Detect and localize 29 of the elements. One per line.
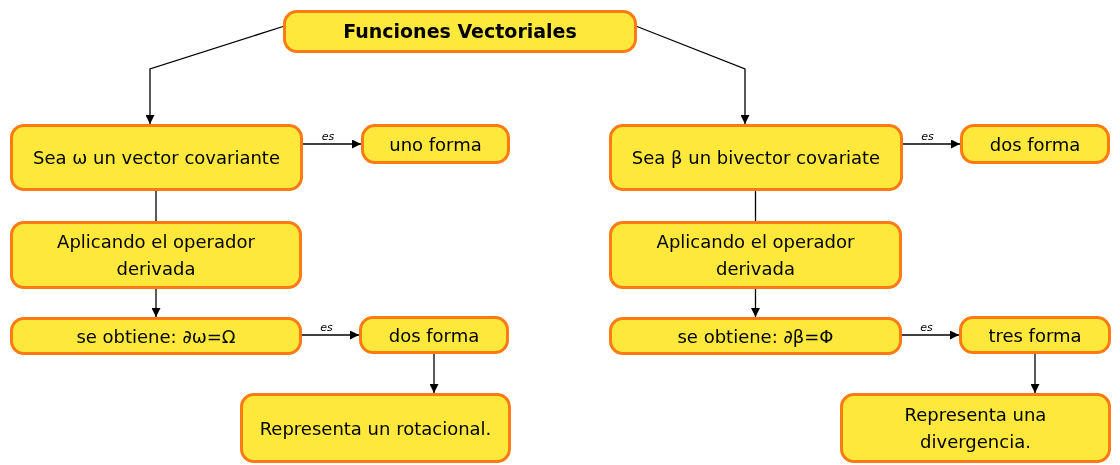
arrow <box>1030 353 1040 394</box>
concept-box: tres forma <box>959 316 1111 354</box>
arrow <box>302 139 362 149</box>
arrow <box>636 25 750 125</box>
edge-label: es <box>318 322 335 334</box>
concept-box: Representa una divergencia. <box>840 393 1111 463</box>
arrow <box>429 353 439 394</box>
concept-box: dos forma <box>359 316 509 354</box>
arrow <box>301 330 360 340</box>
arrow <box>751 288 760 318</box>
title-box: Funciones Vectoriales <box>283 10 637 53</box>
arrow <box>902 139 961 149</box>
arrow <box>901 330 960 340</box>
concept-box: Sea β un bivector covariate <box>609 124 903 191</box>
concept-box: Sea ω un vector covariante <box>10 124 303 191</box>
edge-label: es <box>918 322 935 334</box>
concept-box: uno forma <box>361 124 510 164</box>
edge-label: es <box>919 131 936 143</box>
connector-line <box>754 190 757 222</box>
concept-box: Representa un rotacional. <box>240 393 511 463</box>
arrow <box>151 288 161 318</box>
concept-box: dos forma <box>960 124 1110 164</box>
connector-line <box>155 190 157 222</box>
edge-label: es <box>319 131 337 143</box>
concept-box: Aplicando el operador derivada <box>10 221 302 289</box>
concept-box: se obtiene: ∂β=Φ <box>609 317 902 355</box>
concept-box: se obtiene: ∂ω=Ω <box>10 317 302 355</box>
concept-box: Aplicando el operador derivada <box>609 221 902 289</box>
arrow <box>145 25 284 125</box>
